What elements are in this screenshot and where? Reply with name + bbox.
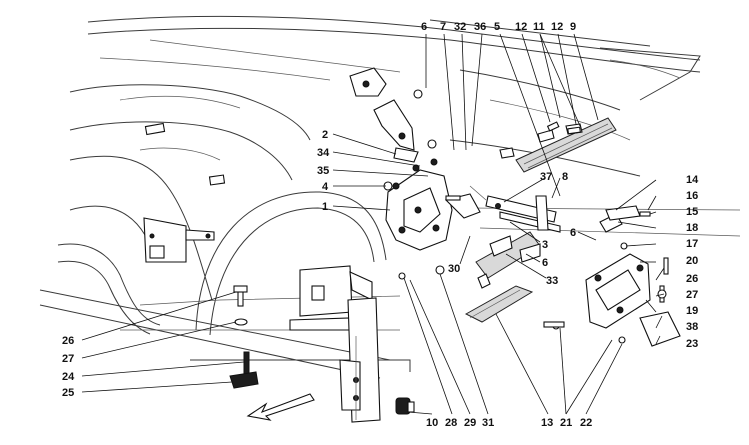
callout-19: 19 [686, 305, 698, 317]
callout-6: 6 [421, 21, 427, 33]
callout-6: 6 [542, 257, 548, 269]
callout-13: 13 [541, 417, 553, 429]
right-linkage-assembly [585, 205, 681, 347]
callout-18: 18 [686, 222, 698, 234]
leader-lines [81, 33, 665, 415]
callout-36: 36 [474, 21, 486, 33]
callout-25: 25 [62, 387, 74, 399]
callout-16: 16 [686, 190, 698, 202]
callout-12: 12 [551, 21, 563, 33]
callout-20: 20 [686, 255, 698, 267]
floor-trim-strip [464, 285, 534, 323]
callout-22: 22 [580, 417, 592, 429]
roof-hinge-mechanism [349, 67, 481, 251]
callout-27: 27 [686, 289, 698, 301]
callout-38: 38 [686, 321, 698, 333]
callout-4: 4 [322, 181, 329, 193]
hydraulic-strut [469, 185, 561, 233]
callout-15: 15 [686, 206, 698, 218]
callout-23: 23 [686, 338, 698, 350]
left-rollbar-bracket [143, 217, 215, 263]
callout-12: 12 [515, 21, 527, 33]
callout-26: 26 [62, 335, 74, 347]
callout-labels: 6 7 32 36 5 12 11 12 9 2 34 35 4 1 37 8 … [62, 21, 699, 429]
callout-7: 7 [440, 21, 446, 33]
callout-10: 10 [426, 417, 438, 429]
fasteners [229, 89, 667, 415]
callout-14: 14 [686, 174, 699, 186]
callout-37: 37 [540, 171, 552, 183]
callout-28: 28 [445, 417, 457, 429]
callout-35: 35 [317, 165, 329, 177]
callout-30: 30 [448, 263, 460, 275]
callout-3: 3 [542, 239, 548, 251]
callout-27: 27 [62, 353, 74, 365]
callout-29: 29 [464, 417, 476, 429]
callout-6: 6 [570, 227, 576, 239]
callout-31: 31 [482, 417, 494, 429]
callout-17: 17 [686, 238, 698, 250]
callout-9: 9 [570, 21, 576, 33]
callout-11: 11 [533, 21, 545, 33]
callout-26: 26 [686, 273, 698, 285]
callout-24: 24 [62, 371, 75, 383]
lower-flap-assembly [475, 231, 541, 289]
callout-33: 33 [546, 275, 558, 287]
callout-21: 21 [560, 417, 572, 429]
callout-32: 32 [454, 21, 466, 33]
front-direction-arrow-icon [246, 393, 315, 421]
pillar-bracket [339, 297, 381, 423]
callout-5: 5 [494, 21, 500, 33]
callout-2: 2 [322, 129, 328, 141]
callout-8: 8 [562, 171, 568, 183]
callout-1: 1 [322, 201, 328, 213]
callout-34: 34 [317, 147, 330, 159]
